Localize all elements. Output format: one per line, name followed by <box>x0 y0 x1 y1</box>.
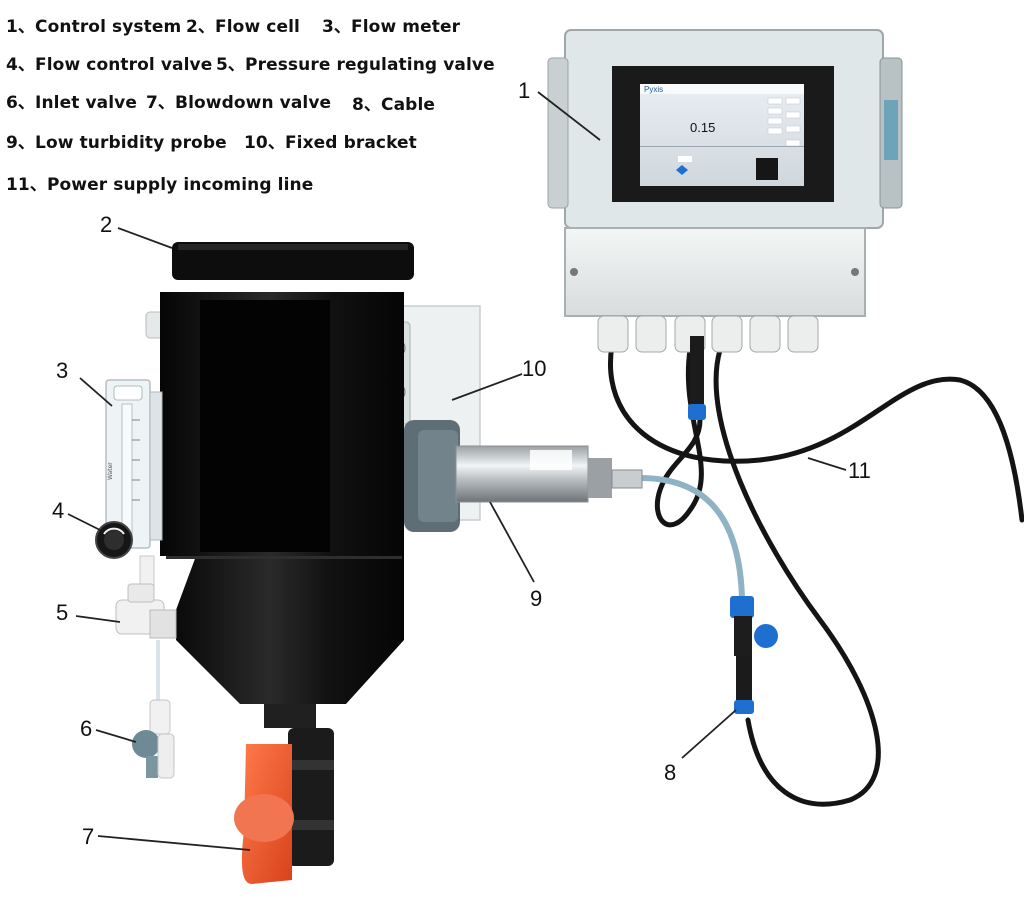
flow-meter: Water <box>105 379 163 549</box>
screen-reading: 0.15 <box>690 120 715 135</box>
legend-control-system: 1、Control system <box>6 17 182 37</box>
power-supply-cable <box>608 342 1024 807</box>
leader-lines <box>67 91 847 851</box>
flowmeter-label: Water <box>107 462 114 480</box>
low-turbidity-probe <box>404 420 643 532</box>
callout-10: 10 <box>522 356 546 381</box>
legend-pressure-regulating-valve: 5、Pressure regulating valve <box>216 55 495 75</box>
cable-glands <box>597 315 819 353</box>
legend-cable: 8、Cable <box>352 95 436 115</box>
callout-11: 11 <box>848 458 871 483</box>
probe-cable <box>637 475 745 603</box>
cable-connector <box>688 336 778 714</box>
callout-1: 1 <box>518 78 530 103</box>
callout-8: 8 <box>664 760 676 785</box>
callout-5: 5 <box>56 600 68 625</box>
legend-low-turbidity-probe: 9、Low turbidity probe <box>6 133 227 153</box>
callout-numbers: 1 2 3 4 5 6 7 8 9 10 11 <box>52 78 871 849</box>
callout-4: 4 <box>52 498 64 523</box>
legend-flow-control-valve: 4、Flow control valve <box>6 55 213 75</box>
legend-fixed-bracket: 10、Fixed bracket <box>244 133 417 153</box>
callout-3: 3 <box>56 358 68 383</box>
screen-brand: Pyxis <box>644 85 663 94</box>
legend-flow-meter: 3、Flow meter <box>322 17 461 37</box>
legend-power-supply-incoming-line: 11、Power supply incoming line <box>6 175 314 195</box>
legend-inlet-valve: 6、Inlet valve <box>6 93 137 113</box>
flow-control-valve <box>95 521 133 559</box>
callout-9: 9 <box>530 586 542 611</box>
callout-2: 2 <box>100 212 112 237</box>
control-system-enclosure: Pyxis 0.15 <box>547 29 903 353</box>
legend-blowdown-valve: 7、Blowdown valve <box>146 93 332 113</box>
blowdown-valve <box>234 728 334 884</box>
pressure-regulating-valve <box>115 555 177 700</box>
callout-7: 7 <box>82 824 94 849</box>
callout-6: 6 <box>80 716 92 741</box>
inlet-valve <box>132 699 175 779</box>
flow-cell-body <box>160 242 414 728</box>
legend-flow-cell: 2、Flow cell <box>186 17 300 37</box>
